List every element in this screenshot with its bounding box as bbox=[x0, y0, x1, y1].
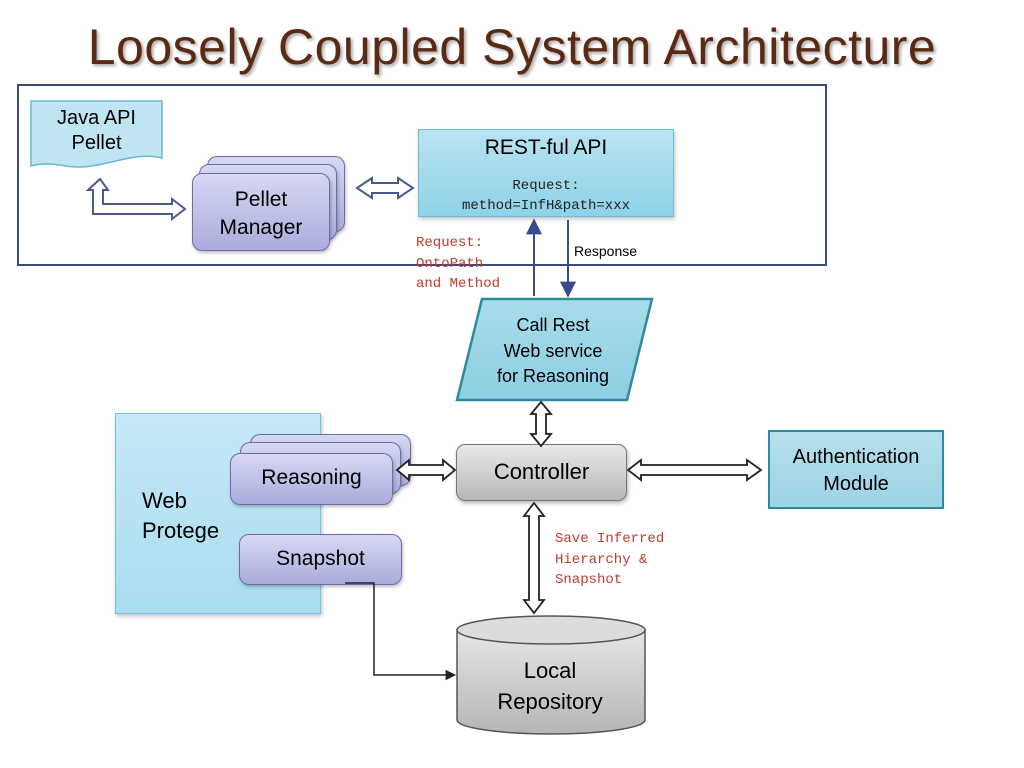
pellet-manager-label: Pellet Manager bbox=[219, 188, 303, 239]
call-rest-label: Call Rest Web service for Reasoning bbox=[496, 315, 610, 386]
reasoning-card-front: Reasoning bbox=[230, 453, 393, 505]
java-pellet-elbow-arrow bbox=[85, 177, 187, 222]
call-rest-controller-arrow bbox=[529, 400, 553, 448]
authentication-module-box: Authentication Module bbox=[768, 430, 944, 509]
controller-label: Controller bbox=[493, 459, 590, 484]
java-api-pellet-document: Java API Pellet bbox=[30, 100, 163, 168]
call-rest-parallelogram bbox=[455, 297, 654, 402]
rest-api-box: REST-ful API Request: method=InfH&path=x… bbox=[418, 129, 674, 217]
pellet-rest-double-arrow bbox=[355, 176, 415, 200]
snapshot-repository-arrow bbox=[345, 582, 457, 681]
pellet-manager-stack: Pellet Manager bbox=[192, 156, 347, 254]
request-ontopath-label: Request: OntoPath and Method bbox=[416, 235, 501, 292]
controller-box: Controller bbox=[456, 444, 627, 501]
save-inferred-label: Save Inferred Hierarchy & Snapshot bbox=[555, 531, 665, 588]
reasoning-controller-arrow bbox=[395, 458, 457, 482]
local-repository-cylinder bbox=[456, 615, 646, 735]
pellet-container-frame bbox=[17, 84, 827, 266]
snapshot-box: Snapshot bbox=[239, 534, 402, 585]
authentication-module-label: Authentication Module bbox=[792, 446, 920, 495]
java-api-pellet-label: Java API Pellet bbox=[57, 107, 136, 154]
response-label: Response bbox=[574, 243, 638, 259]
reasoning-stack: Reasoning bbox=[230, 434, 413, 506]
controller-repository-arrow bbox=[522, 501, 546, 615]
controller-auth-arrow bbox=[626, 458, 763, 482]
rest-api-title: REST-ful API bbox=[484, 136, 608, 159]
document-shape bbox=[30, 100, 163, 168]
page-title: Loosely Coupled System Architecture bbox=[87, 19, 937, 75]
local-repository-label: Local Repository bbox=[497, 658, 603, 714]
reasoning-label: Reasoning bbox=[261, 466, 362, 489]
pellet-manager-card-front: Pellet Manager bbox=[192, 173, 330, 251]
web-protege-label: Web Protege bbox=[142, 488, 220, 543]
snapshot-label: Snapshot bbox=[276, 547, 365, 570]
rest-api-request: Request: method=InfH&path=xxx bbox=[461, 178, 631, 214]
